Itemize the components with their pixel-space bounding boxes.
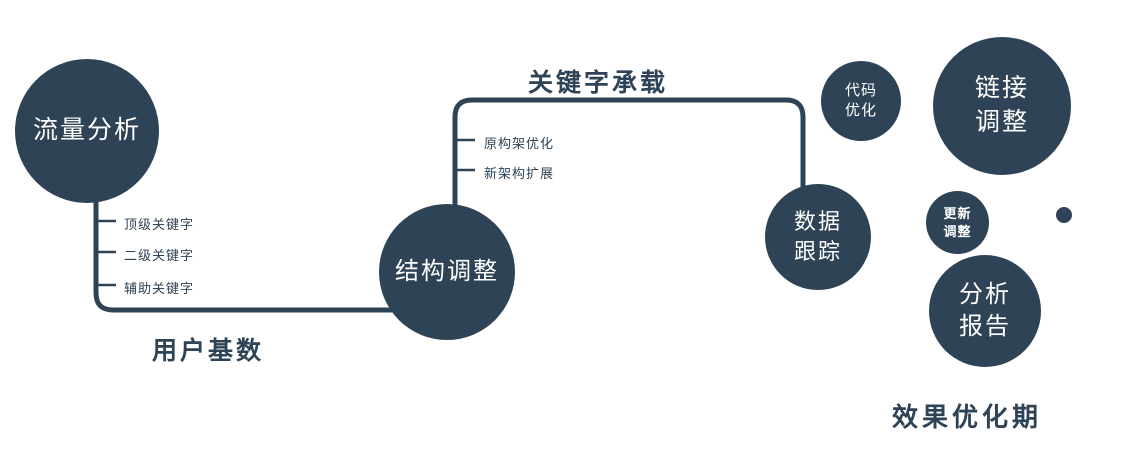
edge-label-keyword-carry: 关键字承载 [528,69,669,97]
edge-label-user-base: 用户基数 [152,337,265,365]
node-traffic-analysis: 流量分析 [15,59,159,203]
node-structure-adjust: 结构调整 [379,204,515,340]
small-dot [1056,207,1072,223]
node-link-adjust-label: 链接 调整 [974,74,1029,136]
caption-effect-optimization: 效果优化期 [892,402,1043,432]
node-structure-adjust-label: 结构调整 [395,257,499,285]
edge-keyword-carry-line [452,97,806,208]
node-analysis-report-label: 分析 报告 [959,280,1011,340]
node-data-tracking-label: 数据 跟踪 [793,209,842,264]
node-code-optimize: 代码 优化 [821,61,901,141]
branch-label-top-keywords: 顶级关键字 [124,217,195,232]
node-code-optimize-label: 代码 优化 [844,81,877,119]
edge-user-base-line [93,195,395,313]
node-update-adjust: 更新 调整 [926,191,989,254]
branch-label-original-arch: 原构架优化 [484,136,555,151]
branch-label-new-arch: 新架构扩展 [484,166,555,181]
node-traffic-analysis-label: 流量分析 [32,116,141,145]
branch-label-secondary-keywords: 二级关键字 [124,248,195,263]
branch-label-auxiliary-keywords: 辅助关键字 [124,281,195,296]
node-link-adjust: 链接 调整 [933,37,1071,175]
node-analysis-report: 分析 报告 [929,255,1041,367]
node-update-adjust-label: 更新 调整 [943,205,972,239]
node-data-tracking: 数据 跟踪 [765,184,871,290]
